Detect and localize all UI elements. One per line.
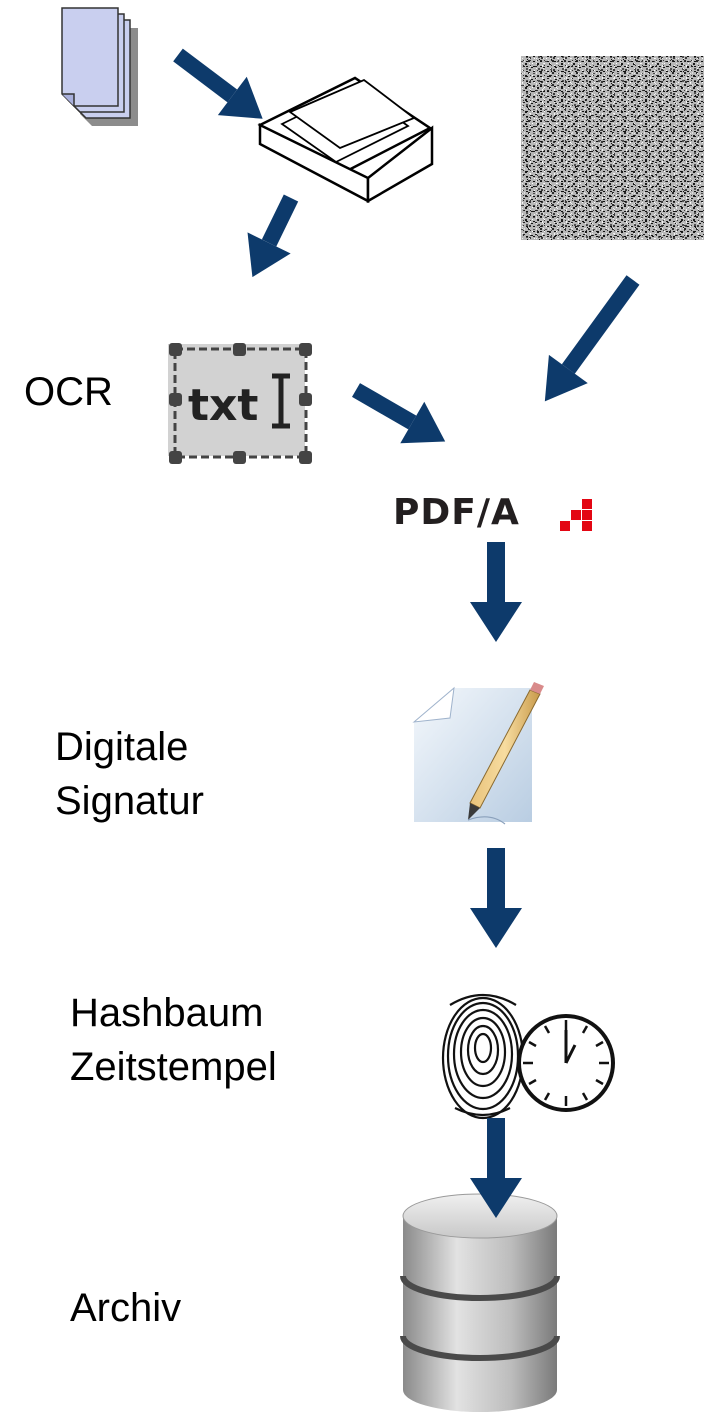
arrow-ocr-to-pdfa — [352, 383, 446, 444]
noisy-scan-image — [521, 56, 704, 240]
arrow-pdfa-to-signature — [470, 542, 522, 642]
arrow-hash-to-archive — [470, 1118, 522, 1218]
label-hash-line2: Zeitstempel — [70, 1045, 277, 1089]
arrow-image-to-pdfa — [544, 275, 640, 402]
label-signature-line2: Signatur — [55, 779, 204, 823]
flatbed-scanner-icon — [257, 76, 434, 204]
database-icon — [400, 1193, 560, 1412]
flow-arrows — [173, 48, 640, 1218]
ocr-icon-text: txt — [188, 380, 258, 431]
label-hash-line1: Hashbaum — [70, 991, 264, 1035]
fingerprint-icon — [441, 994, 525, 1120]
arrow-paper-to-scanner — [173, 48, 263, 119]
pdfa-logo — [560, 499, 592, 531]
arrow-scanner-to-ocr — [247, 194, 299, 278]
ocr-text-icon: txt — [168, 343, 312, 464]
label-archive: Archiv — [70, 1286, 182, 1330]
clock-icon — [517, 1014, 615, 1112]
signed-document-icon — [412, 682, 544, 825]
pdfa-logo-text: PDF/A — [393, 492, 520, 533]
label-signature-line1: Digitale — [55, 725, 189, 769]
label-ocr: OCR — [24, 370, 113, 414]
arrow-signature-to-hash — [470, 848, 522, 948]
paper-stack-icon — [61, 7, 138, 126]
